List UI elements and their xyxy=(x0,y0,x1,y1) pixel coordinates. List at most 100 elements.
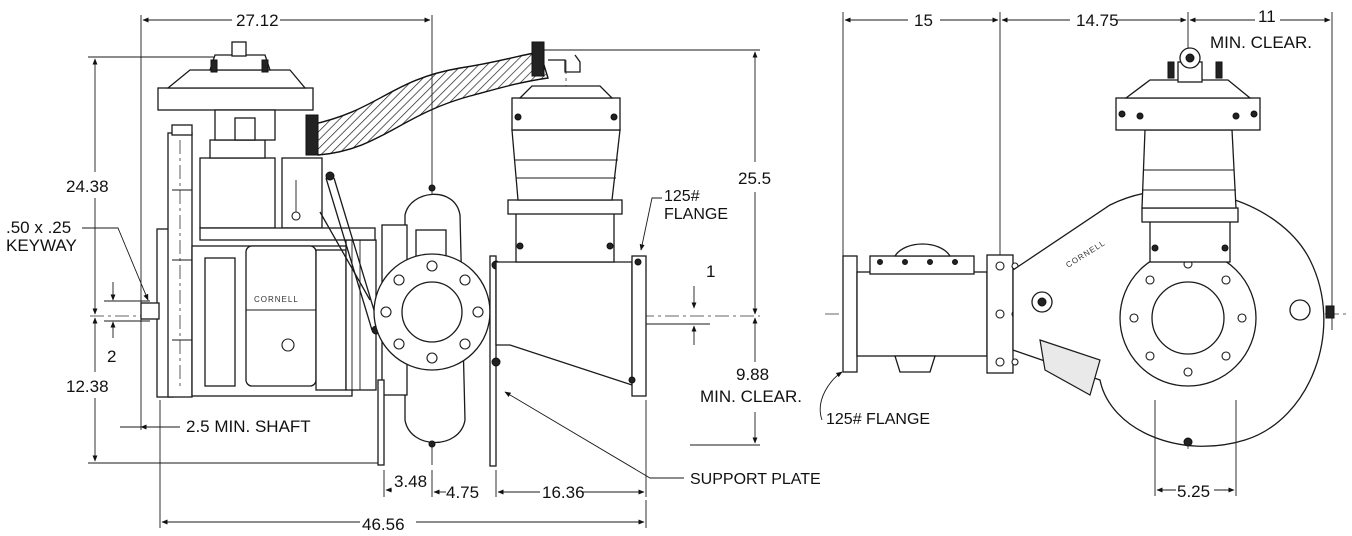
linkage-rod xyxy=(333,177,381,331)
dim-2: 2 xyxy=(107,347,116,366)
flange-bolt xyxy=(459,338,471,350)
chamber-bolt xyxy=(1221,244,1229,252)
flange-bolt xyxy=(459,274,471,286)
bolt xyxy=(1183,367,1193,377)
linkage-rod xyxy=(319,211,371,301)
keyway-leader xyxy=(82,227,149,301)
upper-bracket xyxy=(199,157,276,229)
bolt xyxy=(927,259,933,265)
housing-bolt xyxy=(1118,110,1126,118)
housing-bolt xyxy=(610,113,618,121)
bolt xyxy=(1145,351,1155,361)
boss-bolts xyxy=(877,259,958,265)
volute-port xyxy=(1289,299,1311,321)
shaft-stub xyxy=(140,302,160,320)
hose-clamp xyxy=(531,41,545,77)
upper-bracket-neck xyxy=(209,139,266,159)
end-discharge-bore xyxy=(1151,281,1225,355)
dim-25-5: 25.5 xyxy=(738,169,771,188)
dim-keyway-size: .50 x .25 xyxy=(6,218,71,237)
chamber-bolt xyxy=(516,242,524,250)
flange-bolt xyxy=(995,309,1005,319)
lifting-eye-hole xyxy=(1185,53,1195,63)
seal-housing xyxy=(315,249,347,391)
flange-bolt xyxy=(426,260,438,272)
support-leg xyxy=(377,379,385,466)
end-suction-pipe xyxy=(856,271,988,357)
casing-plug xyxy=(428,184,436,192)
min-shaft-label: 2.5 MIN. SHAFT xyxy=(186,417,311,436)
dim-min-clear-right: MIN. CLEAR. xyxy=(1210,33,1312,52)
flange-bolt xyxy=(393,274,405,286)
volute-boss-hole xyxy=(1037,297,1047,307)
flange-bolt xyxy=(1011,358,1019,366)
brand-mark-side: CORNELL xyxy=(254,295,299,304)
chamber-bolt xyxy=(606,242,614,250)
dim-27-12: 27.12 xyxy=(236,11,279,30)
actuator-top xyxy=(209,54,271,71)
bolt xyxy=(952,259,958,265)
bearing-frame xyxy=(245,245,317,387)
suction-bore xyxy=(401,281,463,343)
priming-chamber-base xyxy=(515,211,615,263)
flange-bottom-label: 125# FLANGE xyxy=(826,411,930,428)
oiler-box xyxy=(281,157,323,229)
dim-3-48: 3.48 xyxy=(394,472,427,491)
end-chamber-flange xyxy=(1141,207,1239,223)
discharge-pipe xyxy=(495,261,633,386)
bolt xyxy=(1237,313,1247,323)
priming-chamber-flange xyxy=(507,199,623,215)
dim-1: 1 xyxy=(706,262,715,281)
flange-bottom-leader xyxy=(819,371,843,421)
flange-bolt xyxy=(995,261,1005,271)
support-plate-leader xyxy=(504,391,684,479)
flange-top-label-2: FLANGE xyxy=(664,206,728,223)
dim-9-88: 9.88 xyxy=(736,365,769,384)
end-float-top xyxy=(1124,79,1252,99)
guard-cap xyxy=(171,124,193,136)
end-pipe-drain xyxy=(894,355,936,373)
priming-chamber-body xyxy=(511,129,621,201)
end-chamber-body xyxy=(1141,129,1237,209)
flange-top-label-1: 125# xyxy=(664,188,700,205)
float-housing-top xyxy=(518,85,614,99)
dim-46-56: 46.56 xyxy=(362,515,405,534)
end-chamber-base xyxy=(1149,219,1231,263)
flange-bolt xyxy=(995,357,1005,367)
dim-min-clear-left: MIN. CLEAR. xyxy=(700,387,802,406)
mount-plate xyxy=(199,227,376,241)
bolt xyxy=(1221,351,1231,361)
linkage-rod xyxy=(325,177,373,331)
adapter xyxy=(345,239,377,391)
float-housing xyxy=(511,97,621,131)
actuator-dome xyxy=(166,69,307,89)
rod-end xyxy=(325,171,335,181)
end-view: 15 14.75 11 MIN. CLEAR. CORNELL xyxy=(819,7,1350,501)
housing-bolt xyxy=(1232,112,1240,120)
bolt xyxy=(902,259,908,265)
bolt xyxy=(1145,275,1155,285)
dim-24-38: 24.38 xyxy=(66,177,109,196)
sight-glass-ball xyxy=(291,211,301,221)
actuator-stem xyxy=(234,117,256,141)
flange-bolt xyxy=(472,306,484,318)
actuator-lower xyxy=(157,87,314,111)
dim-15: 15 xyxy=(914,11,933,30)
chamber-bolt xyxy=(1151,244,1159,252)
flange-nut xyxy=(634,258,642,266)
suction-flange-bolts xyxy=(380,260,484,364)
housing-bolt xyxy=(1250,110,1258,118)
end-stud xyxy=(1215,61,1223,79)
hose-clamp xyxy=(305,114,319,156)
flange-bolt xyxy=(380,306,392,318)
plate-bolt xyxy=(491,357,501,367)
dim-12-38: 12.38 xyxy=(66,377,109,396)
end-stud xyxy=(1167,61,1175,79)
hose-fitting xyxy=(548,54,581,73)
end-flange-bolts xyxy=(1129,259,1247,377)
actuator-bolt xyxy=(210,59,218,73)
actuator-cap xyxy=(231,41,247,57)
flange-bolt xyxy=(426,352,438,364)
dim-4-75: 4.75 xyxy=(446,483,479,502)
